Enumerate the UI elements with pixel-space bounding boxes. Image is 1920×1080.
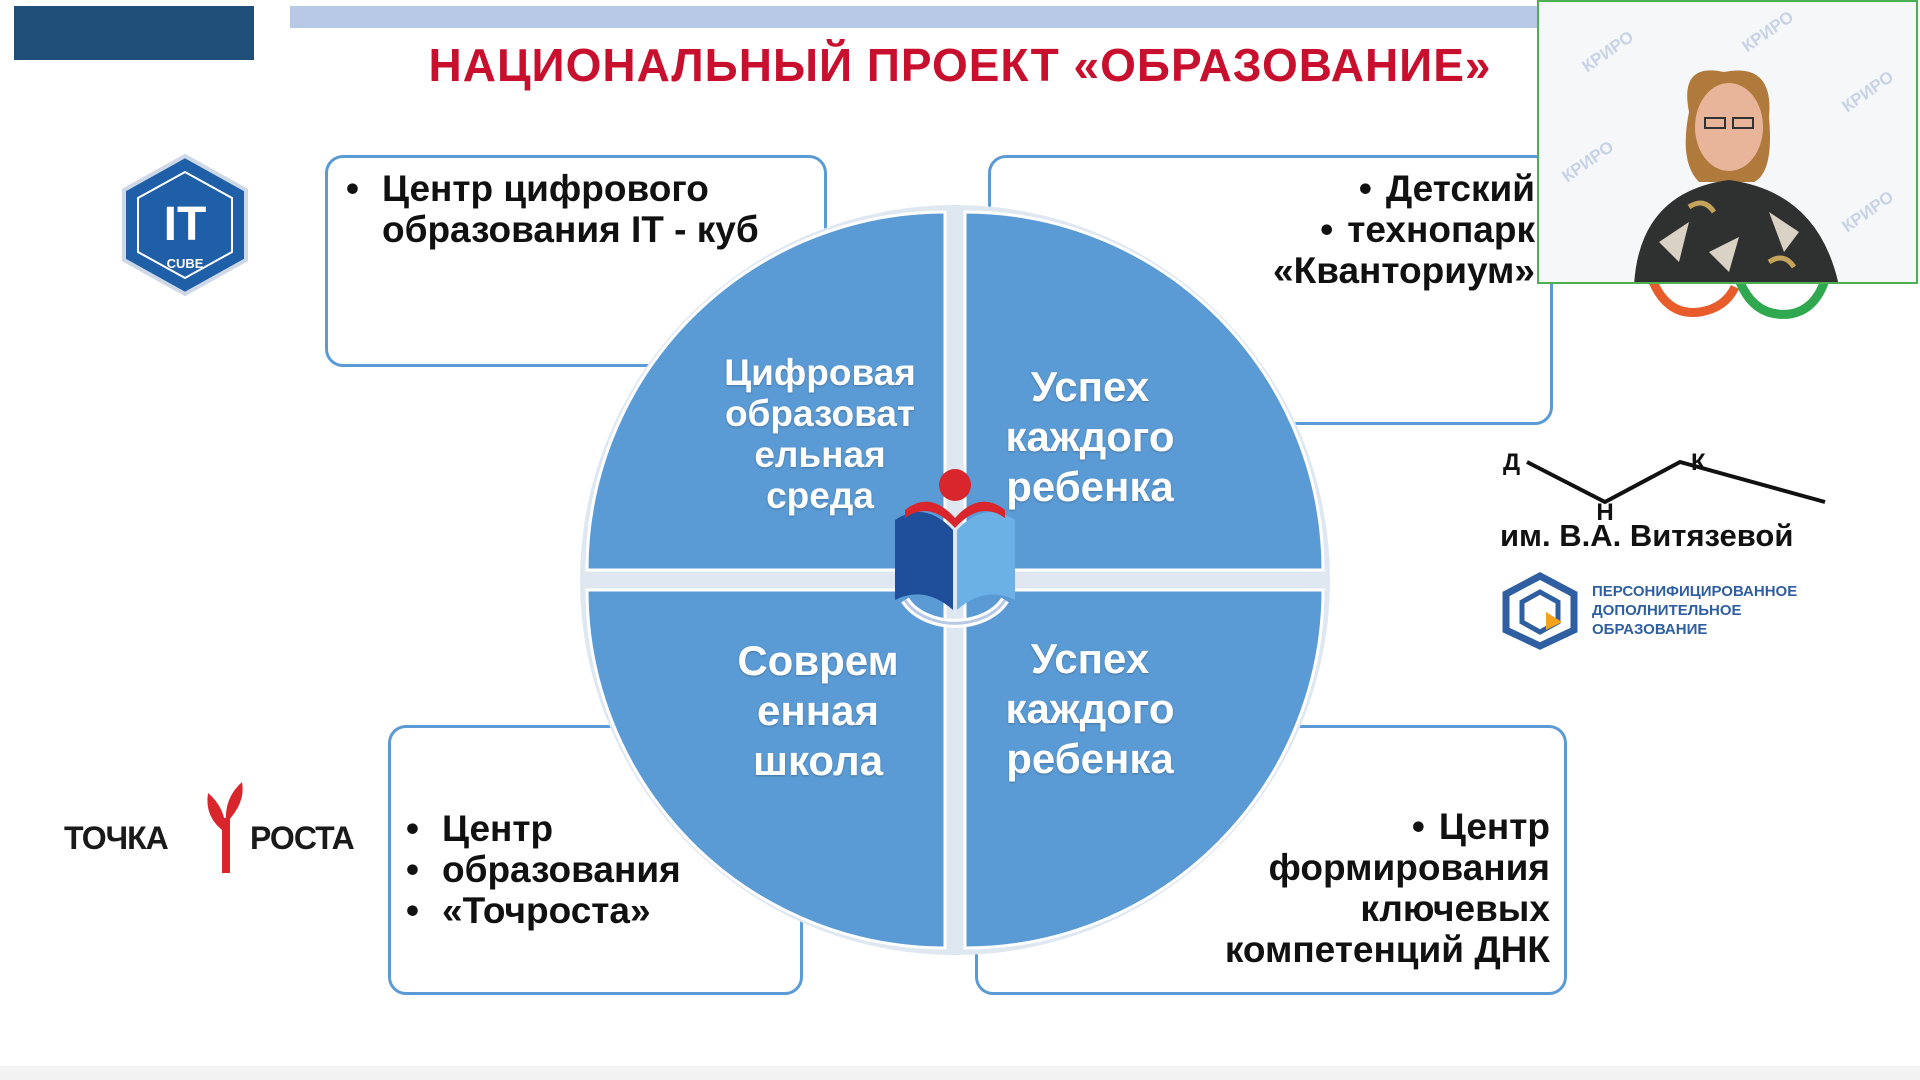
slide-title: НАЦИОНАЛЬНЫЙ ПРОЕКТ «ОБРАЗОВАНИЕ» — [428, 39, 1492, 91]
text-dnk: Центр формирования ключевых компетенций … — [1130, 806, 1550, 970]
book-emblem-icon — [895, 469, 1015, 628]
bottom-bar — [0, 1066, 1920, 1080]
svg-text:К: К — [1691, 449, 1706, 476]
svg-text:Н: Н — [1596, 499, 1613, 520]
svg-text:IT: IT — [164, 198, 207, 251]
quadrant-top-left — [585, 210, 947, 572]
svg-text:CUBE: CUBE — [167, 256, 204, 271]
text-tochka-rosta: Центробразования«Точроста» — [400, 808, 780, 931]
text-it-cube: Центр цифрового образования IT - куб — [340, 168, 760, 250]
project-circle — [580, 205, 1330, 955]
tochka-rosta-word-left: ТОЧКА — [64, 820, 169, 856]
pfdo-logo-icon — [1502, 572, 1578, 650]
presenter-video — [1634, 70, 1839, 282]
header-block — [14, 6, 254, 60]
webcam-overlay: КРИРО КРИРО КРИРО КРИРО КРИРО — [1537, 0, 1918, 284]
dnk-name: им. В.А. Витязевой — [1500, 518, 1794, 553]
text-kvantorium: Детскийтехнопарк «Кванториум» — [1180, 168, 1535, 291]
tochka-rosta-word-right: РОСТА — [250, 820, 355, 856]
kvantorium-logo-icon — [1645, 272, 1830, 319]
dnk-logo: Д Н К — [1503, 449, 1826, 520]
tochka-rosta-sprout-icon — [207, 782, 243, 873]
it-cube-logo: IT CUBE — [122, 153, 248, 297]
quadrant-top-right — [963, 210, 1325, 572]
header-stripe — [290, 6, 1540, 28]
svg-text:Д: Д — [1503, 449, 1520, 476]
